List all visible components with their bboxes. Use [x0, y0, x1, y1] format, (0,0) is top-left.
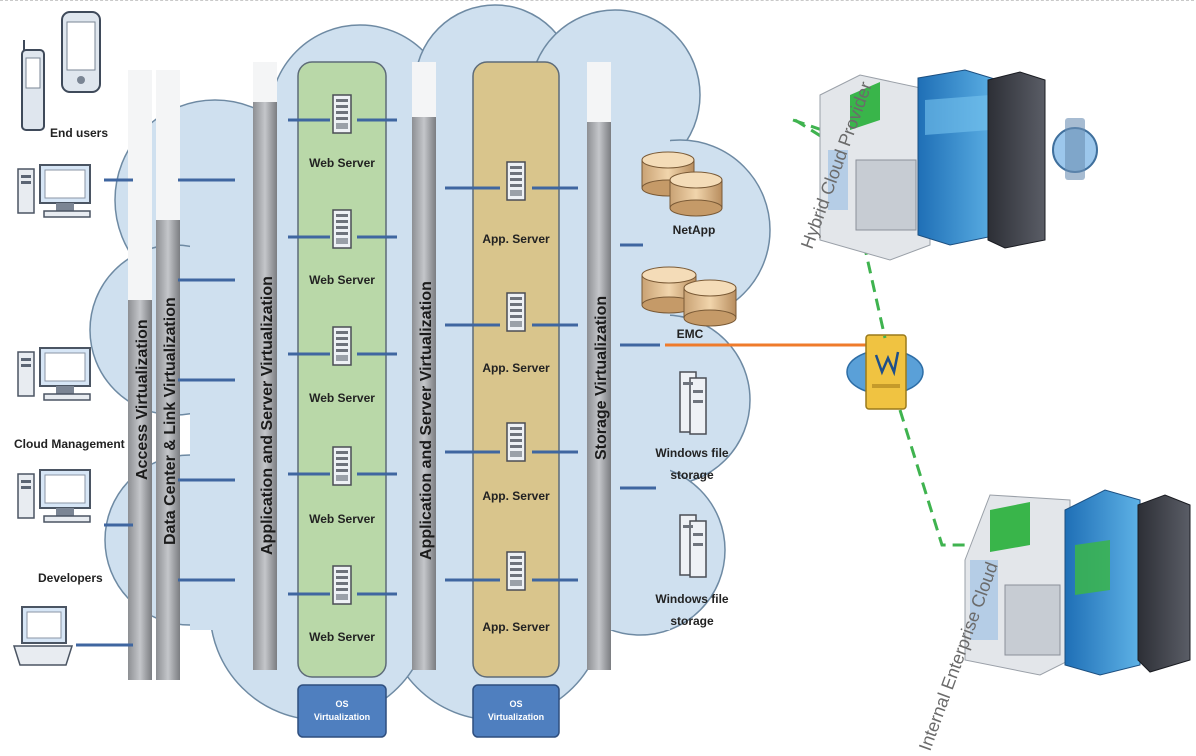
os-virtualization-label: Virtualization — [488, 712, 544, 722]
web-server-tier — [297, 61, 387, 678]
app-server-icon — [506, 292, 526, 332]
app-server-icon — [506, 161, 526, 201]
app-server-virtualization-label: Application and Server Virtualization — [259, 276, 276, 555]
app-server-icon — [506, 422, 526, 462]
windows-file-storage-label: Windows file — [655, 592, 729, 606]
os-virtualization-box: OS Virtualization — [297, 684, 387, 738]
windows-file-storage-icon — [679, 371, 707, 435]
web-server-label: Web Server — [309, 156, 375, 170]
netapp-storage-icon — [641, 151, 723, 217]
web-server-label: Web Server — [309, 273, 375, 287]
os-virtualization-label: OS — [509, 699, 522, 709]
app-server-icon — [506, 551, 526, 591]
os-virtualization-label: Virtualization — [314, 712, 370, 722]
app-server-tier — [472, 61, 560, 678]
access-virtualization-label: Access Virtualization — [134, 319, 151, 480]
web-server-icon — [332, 94, 352, 134]
developers-label: Developers — [38, 571, 103, 585]
datacenter-link-virtualization-label: Data Center & Link Virtualization — [162, 297, 179, 545]
app-server-label: App. Server — [482, 232, 550, 246]
gateway-icon — [846, 334, 924, 410]
web-server-icon — [332, 326, 352, 366]
windows-file-storage-label: Windows file — [655, 446, 729, 460]
web-server-label: Web Server — [309, 512, 375, 526]
web-server-icon — [332, 565, 352, 605]
desktop-computer-icon — [17, 164, 91, 218]
cloud-management-label: Cloud Management — [14, 437, 125, 451]
web-server-label: Web Server — [309, 391, 375, 405]
windows-file-storage-icon — [679, 514, 707, 578]
smartphone-icon — [61, 11, 101, 93]
hybrid-cloud-provider-rack — [819, 69, 1098, 261]
end-users-label: End users — [50, 126, 108, 140]
web-server-label: Web Server — [309, 630, 375, 644]
windows-file-storage-label: storage — [670, 614, 714, 628]
app-server-label: App. Server — [482, 361, 550, 375]
desktop-computer-icon — [17, 347, 91, 401]
web-server-icon — [332, 446, 352, 486]
os-virtualization-box: OS Virtualization — [472, 684, 560, 738]
storage-virtualization-label: Storage Virtualization — [593, 296, 610, 460]
internal-enterprise-cloud-rack — [964, 489, 1191, 676]
emc-storage-icon — [641, 266, 737, 327]
emc-label: EMC — [677, 327, 704, 341]
desktop-computer-icon — [17, 469, 91, 523]
layer-bars — [128, 62, 611, 680]
app-server-label: App. Server — [482, 620, 550, 634]
laptop-icon — [12, 606, 74, 666]
mobile-phone-icon — [21, 40, 45, 131]
netapp-label: NetApp — [673, 223, 716, 237]
app-server-virtualization-label: Application and Server Virtualization — [418, 281, 435, 560]
web-server-icon — [332, 209, 352, 249]
connector-lines — [76, 118, 660, 647]
app-server-label: App. Server — [482, 489, 550, 503]
windows-file-storage-label: storage — [670, 468, 714, 482]
os-virtualization-label: OS — [335, 699, 348, 709]
end-user-devices — [21, 11, 101, 131]
